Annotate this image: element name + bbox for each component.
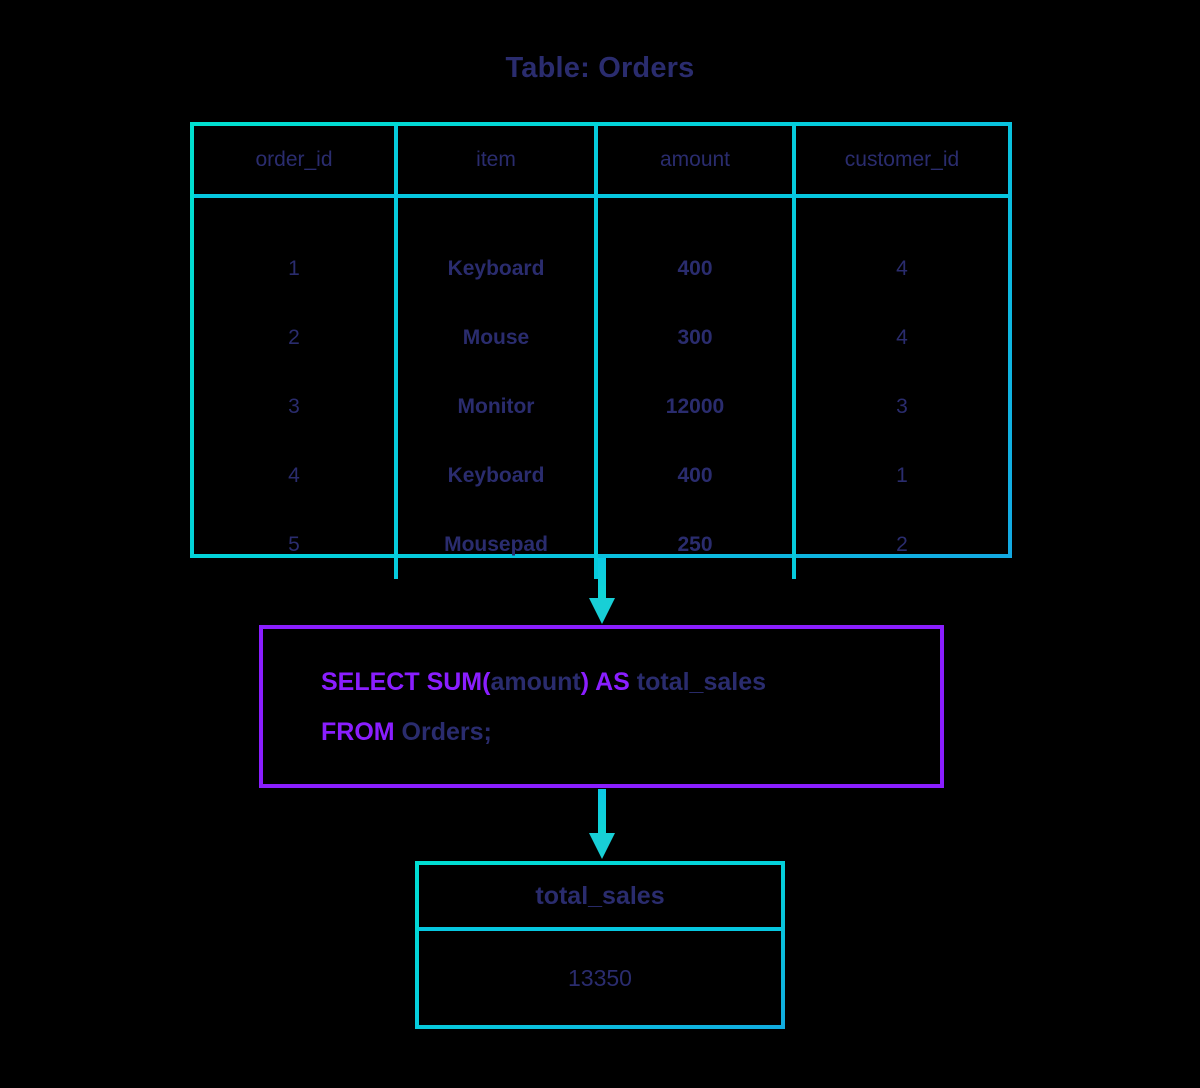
page-title: Table: Orders bbox=[505, 52, 695, 84]
arrow-shaft bbox=[598, 789, 606, 837]
cell-order-id: 4 bbox=[288, 463, 300, 487]
column-customer-id: customer_id bbox=[792, 126, 1008, 194]
column-item: item bbox=[394, 126, 594, 194]
sql-keyword: SELECT SUM( bbox=[321, 667, 491, 696]
column-header-customer-id: customer_id bbox=[844, 148, 960, 171]
result-table: total_sales 13350 bbox=[415, 861, 785, 1029]
column-header-item: item bbox=[476, 148, 516, 171]
cell-order-id: 5 bbox=[288, 532, 300, 556]
sql-keyword: FROM bbox=[321, 717, 402, 746]
column-order-id: order_id bbox=[194, 126, 394, 194]
cell-item: Keyboard bbox=[447, 463, 545, 487]
cell-item: Mousepad bbox=[444, 532, 548, 556]
cell-order-id: 3 bbox=[288, 394, 300, 418]
cell-order-id: 2 bbox=[288, 325, 300, 349]
cell-amount: 300 bbox=[677, 325, 713, 349]
sql-identifier: amount bbox=[490, 667, 581, 696]
orders-table-body: 1 2 3 4 5 Keyboard Mouse Monitor Keyboar… bbox=[194, 198, 1008, 579]
column-cells-customer-id: 4 4 3 1 2 bbox=[792, 198, 1008, 579]
result-column-header: total_sales bbox=[419, 865, 781, 931]
result-value-cell: 13350 bbox=[568, 964, 632, 991]
column-cells-item: Keyboard Mouse Monitor Keyboard Mousepad bbox=[394, 198, 594, 579]
cell-item: Mouse bbox=[462, 325, 530, 349]
cell-item: Monitor bbox=[457, 394, 535, 418]
cell-order-id: 1 bbox=[288, 256, 300, 280]
cell-customer-id: 1 bbox=[896, 463, 908, 487]
sql-identifier: total_sales bbox=[636, 667, 767, 696]
arrow-down-icon bbox=[589, 558, 615, 626]
arrow-head bbox=[589, 833, 615, 859]
arrow-shaft bbox=[598, 558, 606, 602]
sql-identifier: Orders; bbox=[401, 717, 492, 746]
orders-table: order_id item amount customer_id 1 2 3 4… bbox=[190, 122, 1012, 579]
cell-amount: 250 bbox=[677, 532, 713, 556]
column-header-order-id: order_id bbox=[255, 148, 333, 171]
sql-keyword: ) AS bbox=[580, 667, 637, 696]
cell-customer-id: 2 bbox=[896, 532, 908, 556]
sql-query-box: SELECT SUM(amount) AS total_sales FROM O… bbox=[259, 625, 944, 788]
column-amount: amount bbox=[594, 126, 792, 194]
cell-customer-id: 4 bbox=[896, 256, 908, 280]
arrow-head bbox=[589, 598, 615, 624]
cell-customer-id: 3 bbox=[896, 394, 908, 418]
cell-customer-id: 4 bbox=[896, 325, 908, 349]
orders-table-header-row: order_id item amount customer_id bbox=[194, 126, 1008, 198]
cell-amount: 12000 bbox=[665, 394, 725, 418]
column-cells-amount: 400 300 12000 400 250 bbox=[594, 198, 792, 579]
cell-amount: 400 bbox=[677, 463, 713, 487]
sql-query-line-2: FROM Orders; bbox=[321, 707, 940, 757]
cell-item: Keyboard bbox=[447, 256, 545, 280]
sql-query-line-1: SELECT SUM(amount) AS total_sales bbox=[321, 657, 940, 707]
cell-amount: 400 bbox=[677, 256, 713, 280]
arrow-down-icon bbox=[589, 789, 615, 863]
column-header-amount: amount bbox=[659, 148, 731, 171]
column-cells-order-id: 1 2 3 4 5 bbox=[194, 198, 394, 579]
